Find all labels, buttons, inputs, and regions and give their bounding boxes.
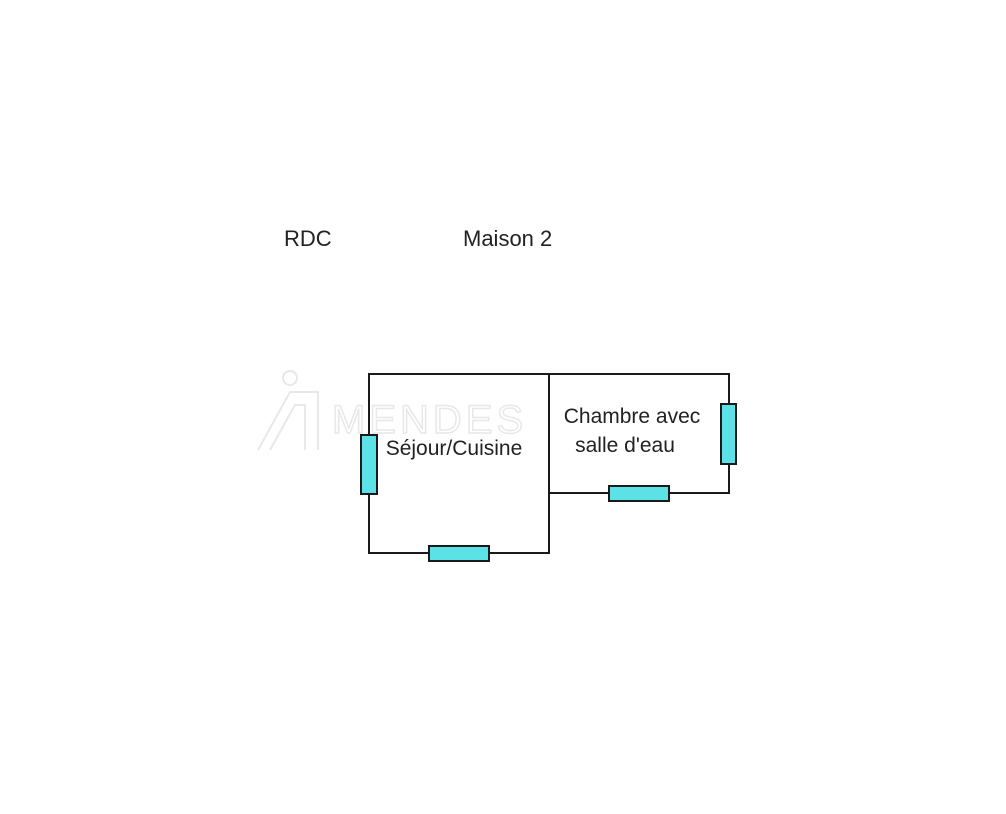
floor-label: RDC [284, 226, 332, 251]
window-left [360, 434, 378, 495]
room-label-chambre-line2: salle d'eau [575, 434, 675, 457]
room-label-sejour-cuisine: Séjour/Cuisine [386, 437, 523, 460]
window-right [720, 403, 737, 465]
watermark-logo-icon [257, 370, 319, 451]
house-label: Maison 2 [463, 226, 553, 251]
windows [360, 403, 737, 562]
room-label-chambre-line1: Chambre avec [564, 405, 701, 428]
window-bottom-chambre [608, 485, 670, 502]
window-bottom-sejour [428, 545, 490, 562]
watermark: MENDES [257, 370, 524, 451]
